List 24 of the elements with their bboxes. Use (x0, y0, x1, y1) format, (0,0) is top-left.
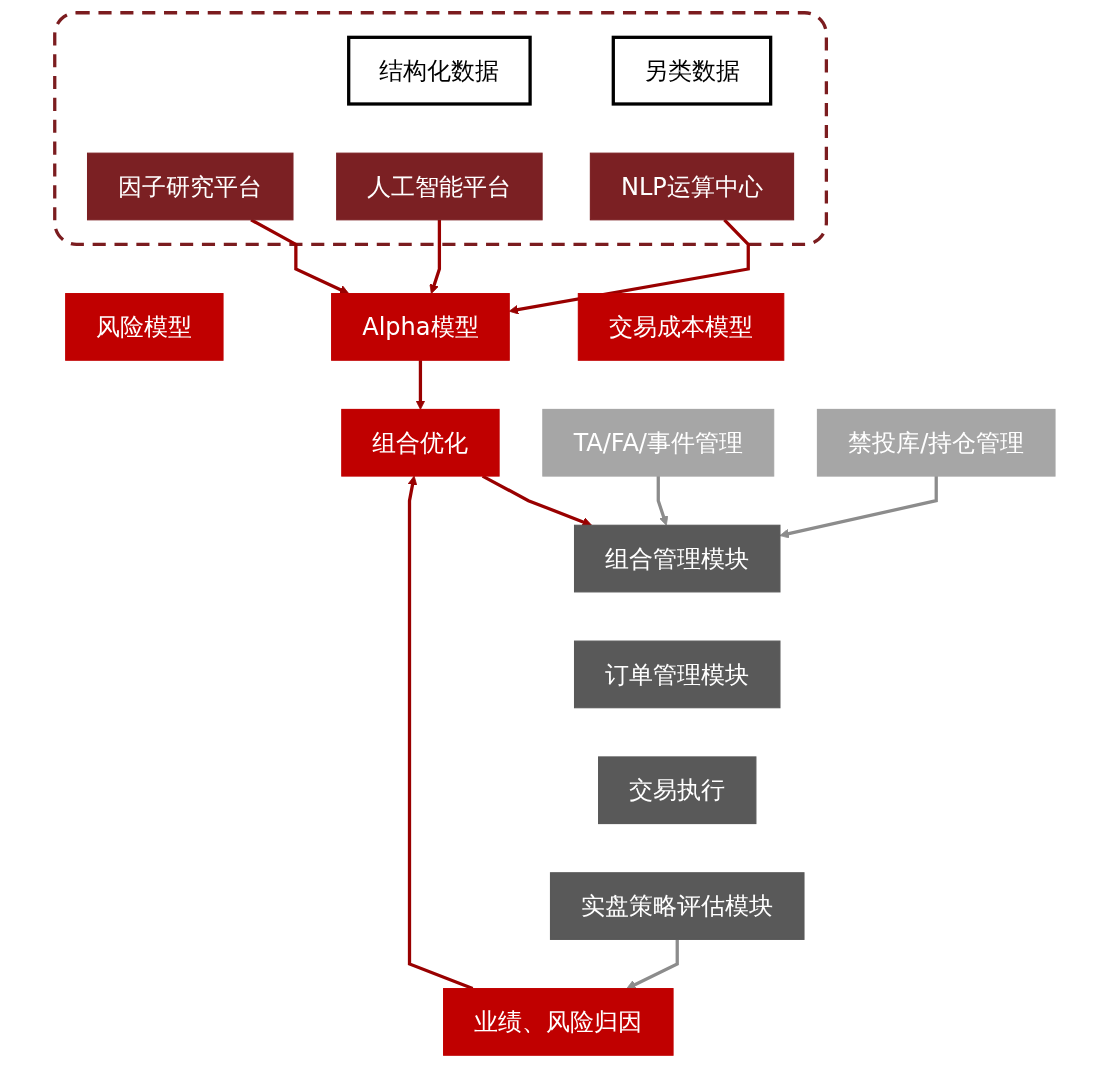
node-box: 禁投库/持仓管理 (816, 408, 1056, 477)
arrow (407, 475, 473, 990)
arrow (625, 938, 679, 989)
node-box: TA/FA/事件管理 (541, 408, 774, 477)
node-box: 风险模型 (64, 292, 224, 361)
arrow (415, 359, 425, 410)
node-box: 组合管理模块 (573, 524, 781, 592)
arrow (429, 219, 441, 294)
node-box: 业绩、风险归因 (442, 987, 674, 1056)
cluster (52, 10, 828, 246)
node-box: 交易执行 (597, 755, 757, 824)
node-box: 因子研究平台 (86, 152, 294, 220)
node-box: NLP运算中心 (589, 152, 794, 220)
arrow (656, 475, 668, 526)
node-box: 组合优化 (340, 408, 500, 477)
node-box: 实盘策略评估模块 (549, 871, 805, 940)
arrow (508, 218, 750, 314)
arrow (779, 475, 938, 538)
node-box: 人工智能平台 (335, 152, 543, 220)
node-box: 交易成本模型 (577, 292, 784, 361)
node-box: Alpha模型 (330, 292, 510, 361)
node-box: 另类数据 (611, 35, 772, 106)
node-box: 订单管理模块 (573, 640, 781, 708)
node-box: 结构化数据 (346, 35, 532, 106)
